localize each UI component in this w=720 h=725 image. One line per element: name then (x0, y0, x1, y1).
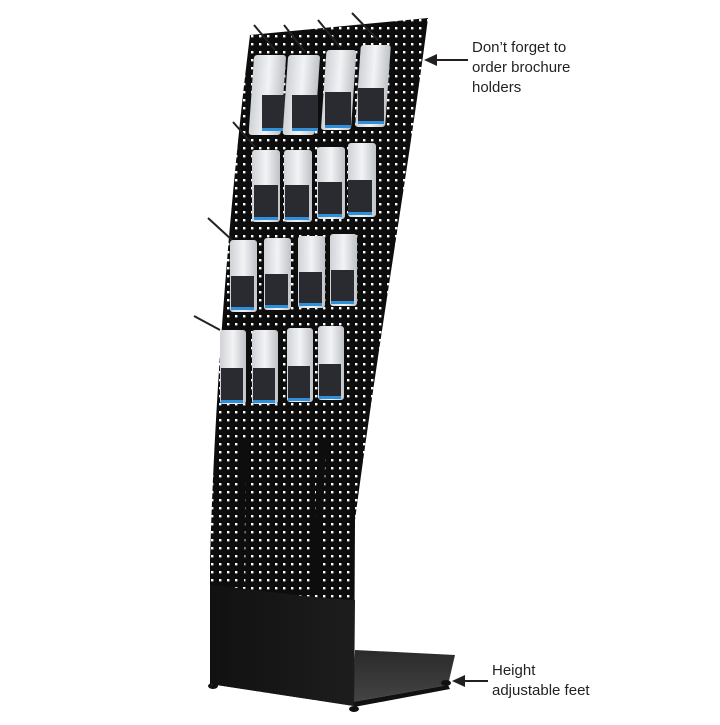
adjustable-feet-callout: Height adjustable feet (492, 661, 652, 701)
product-rows (193, 12, 391, 404)
callout-line: order brochure (472, 59, 571, 76)
callout-line: Don’t forget to (472, 39, 567, 56)
row-1 (248, 12, 391, 135)
row-3 (207, 217, 357, 312)
arrow-left-icon (424, 54, 468, 66)
row-2 (232, 121, 376, 222)
arrow-left-icon (452, 675, 488, 687)
base-plate (208, 650, 455, 712)
foot (349, 706, 359, 712)
row-4 (193, 315, 344, 404)
callout-line: holders (472, 79, 522, 96)
foot (441, 680, 451, 686)
callout-line: Height (492, 662, 536, 679)
brochure-holder-callout: Don’t forget to order brochure holders (472, 38, 632, 98)
callout-line: adjustable feet (492, 682, 590, 699)
